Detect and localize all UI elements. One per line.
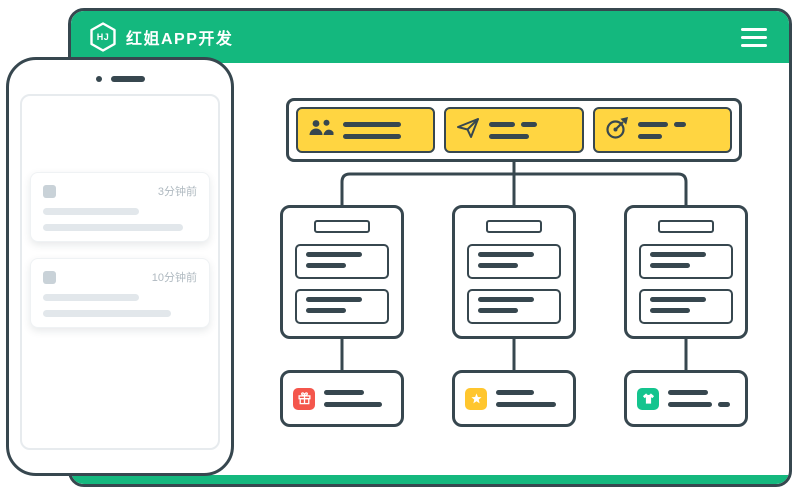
skeleton-line <box>324 402 382 407</box>
skeleton-line <box>478 263 518 268</box>
skeleton-line <box>306 252 362 257</box>
speaker-pill-icon <box>110 76 145 82</box>
skeleton-lines <box>489 121 571 139</box>
skeleton-lines <box>324 390 382 407</box>
node-item <box>639 244 733 279</box>
skeleton-line <box>306 308 346 313</box>
feature-strip <box>286 98 742 162</box>
notification-card: 10分钟前 <box>30 258 210 328</box>
skeleton-lines <box>668 390 730 407</box>
goal-icon <box>605 116 629 145</box>
team-icon <box>308 118 334 143</box>
skeleton-line <box>343 121 401 127</box>
app-logo-text: HJ <box>96 32 110 42</box>
result-node-1 <box>280 370 404 427</box>
skeleton-line <box>489 133 530 139</box>
node-item <box>639 289 733 324</box>
skeleton-line <box>637 121 668 127</box>
phone-top-hardware <box>9 76 231 82</box>
window-footer-bar <box>71 475 789 484</box>
skeleton-line <box>637 133 662 139</box>
skeleton-line <box>343 133 401 139</box>
skeleton-line <box>324 390 364 395</box>
skeleton-line <box>43 224 183 231</box>
app-logo-icon: HJ <box>90 22 116 52</box>
skeleton-line <box>673 121 686 127</box>
skeleton-line <box>43 310 171 317</box>
result-node-2 <box>452 370 576 427</box>
notification-time: 10分钟前 <box>151 272 197 284</box>
skeleton-line <box>650 252 706 257</box>
notification-app-icon <box>43 270 56 284</box>
skeleton-line <box>650 308 690 313</box>
skeleton-line <box>496 402 556 407</box>
skeleton-line <box>43 208 139 215</box>
node-item <box>295 289 389 324</box>
phone-mockup: 3分钟前 10分钟前 <box>6 57 234 476</box>
node-item <box>467 244 561 279</box>
skeleton-lines <box>496 390 556 407</box>
skeleton-line <box>43 294 139 301</box>
skeleton-line <box>718 402 730 407</box>
feature-card-goal <box>592 107 732 153</box>
flow-node-2 <box>452 205 576 339</box>
feature-card-team <box>296 107 436 153</box>
skeleton-line <box>496 390 534 395</box>
node-item <box>467 289 561 324</box>
node-item <box>295 244 389 279</box>
notification-app-icon <box>43 184 56 198</box>
skeleton-line <box>306 297 362 302</box>
skeleton-line <box>668 390 708 395</box>
skeleton-line <box>521 121 538 127</box>
skeleton-line <box>478 252 534 257</box>
result-node-3 <box>624 370 748 427</box>
flow-connector-lines <box>340 160 688 372</box>
app-title: 红姐APP开发 <box>126 31 234 48</box>
skeleton-lines <box>343 121 423 139</box>
phone-screen: 3分钟前 10分钟前 <box>20 94 220 450</box>
node-title-placeholder <box>658 220 714 233</box>
skeleton-line <box>668 402 712 407</box>
notification-time: 3分钟前 <box>157 186 197 198</box>
hamburger-menu-icon[interactable] <box>741 27 767 47</box>
skeleton-line <box>478 297 534 302</box>
skeleton-line <box>478 308 518 313</box>
node-title-placeholder <box>314 220 370 233</box>
skeleton-lines <box>637 121 720 139</box>
app-header: HJ 红姐APP开发 <box>71 11 789 63</box>
skeleton-line <box>489 121 516 127</box>
feature-card-send <box>444 107 584 153</box>
flow-node-3 <box>624 205 748 339</box>
skeleton-line <box>650 263 690 268</box>
notification-card: 3分钟前 <box>30 172 210 242</box>
skeleton-line <box>650 297 706 302</box>
flow-node-1 <box>280 205 404 339</box>
camera-dot-icon <box>95 76 102 82</box>
star-icon <box>465 387 487 410</box>
skeleton-line <box>306 263 346 268</box>
node-title-placeholder <box>486 220 542 233</box>
tshirt-icon <box>637 387 659 410</box>
paper-plane-icon <box>456 116 480 145</box>
gift-icon <box>293 387 315 410</box>
